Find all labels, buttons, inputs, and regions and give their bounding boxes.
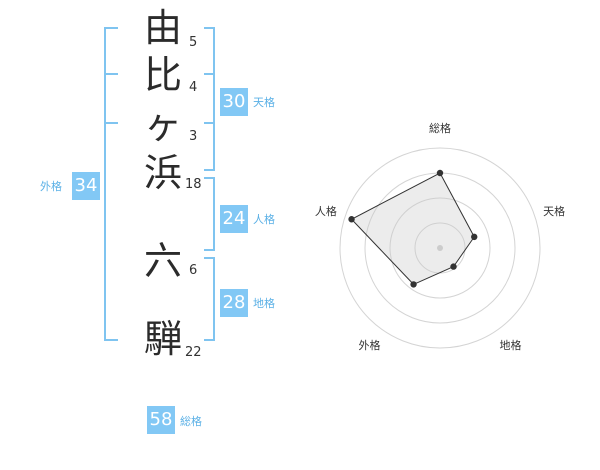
radar-area: [350, 172, 475, 286]
radar-axis-label: 総格: [429, 121, 451, 135]
chikaku-label: 地格: [253, 297, 275, 310]
tenkaku-value-badge: 30: [220, 88, 248, 116]
name-char-4: 浜: [143, 151, 182, 195]
gaikaku-value-badge: 34: [72, 172, 100, 200]
name-char-3: ヶ: [143, 103, 182, 147]
soukaku-value-badge: 58: [147, 406, 175, 434]
stroke-count-3: 3: [189, 129, 198, 144]
radar-axis-label: 外格: [358, 338, 380, 352]
jinkaku-label: 人格: [253, 213, 275, 226]
name-char-1: 由: [143, 6, 182, 50]
name-char-6: 騨: [143, 317, 182, 361]
fortune-brackets: [104, 27, 215, 341]
gaikaku-label: 外格: [40, 180, 62, 193]
radar-center-dot: [437, 245, 443, 251]
name-char-5: 六: [143, 239, 182, 283]
stroke-count-6: 22: [185, 345, 202, 360]
radar-point-3: [450, 263, 457, 270]
stroke-count-4: 18: [185, 177, 202, 192]
radar-point-2: [471, 233, 478, 241]
tenkaku-label: 天格: [253, 96, 275, 109]
radar-point-1: [436, 169, 444, 177]
radar-ring: [339, 147, 541, 349]
stroke-count-1: 5: [189, 35, 198, 50]
radar-axis-label: 天格: [543, 204, 565, 218]
chikaku-value-badge: 28: [220, 289, 248, 317]
radar-point-4: [410, 281, 417, 288]
soukaku-label: 総格: [180, 415, 202, 428]
radar-axis-label: 地格: [500, 338, 522, 352]
name-char-2: 比: [143, 53, 182, 97]
radar-point-5: [348, 216, 355, 223]
stroke-count-2: 4: [189, 80, 198, 95]
radar-axis-label: 人格: [315, 204, 337, 218]
radar-ring: [389, 197, 491, 299]
jinkaku-value-badge: 24: [220, 205, 248, 233]
stroke-count-5: 6: [189, 263, 198, 278]
